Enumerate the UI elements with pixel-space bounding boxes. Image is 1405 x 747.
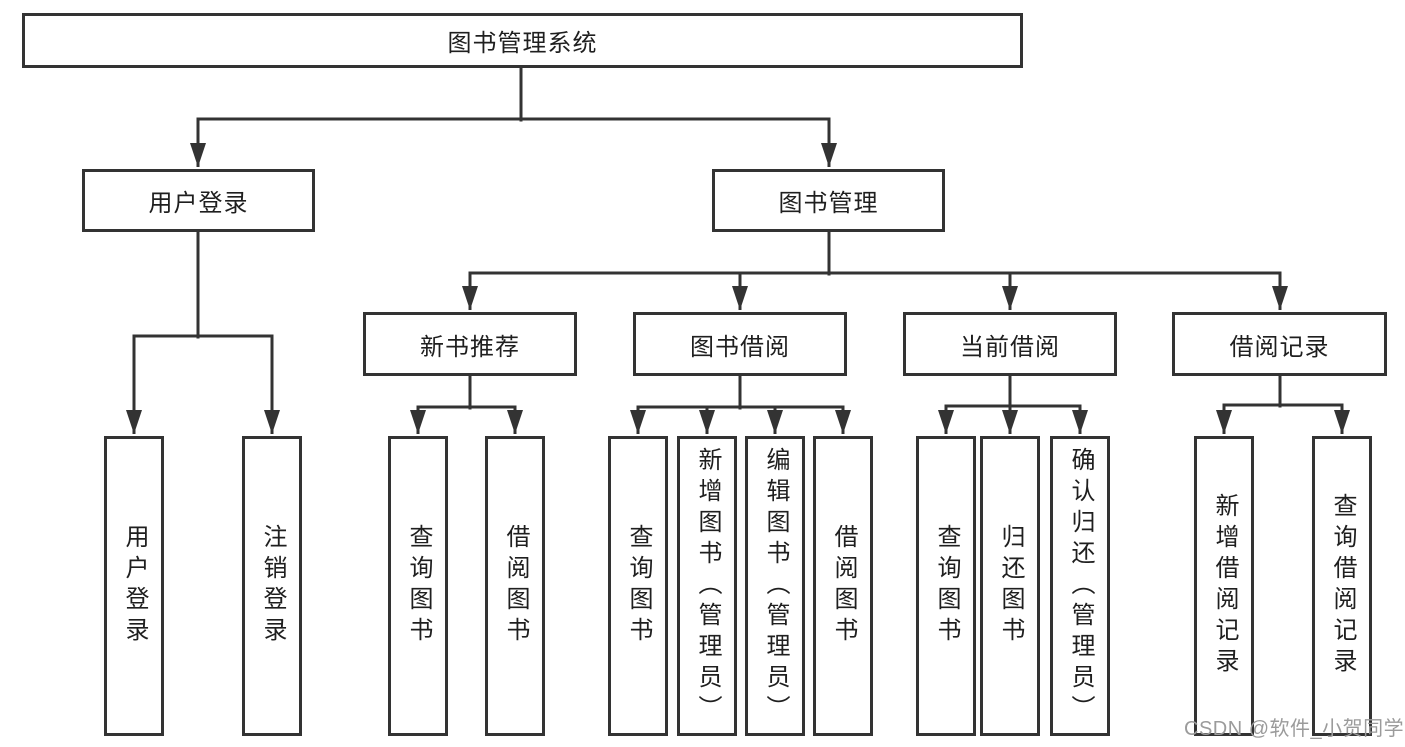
leaf-return-books: 归还图书 — [980, 436, 1040, 736]
csdn-watermark: CSDN @软件_小贺同学 — [1184, 718, 1405, 740]
node-label: 归还图书 — [997, 524, 1024, 648]
node-label: 图书管理系统 — [447, 30, 598, 57]
leaf-user-login: 用户登录 — [104, 436, 164, 736]
node-book-borrow: 图书借阅 — [633, 312, 847, 376]
node-label: 查询借阅记录 — [1329, 493, 1356, 679]
node-user-login: 用户登录 — [82, 169, 315, 232]
node-label: 新增图书（管理员） — [694, 446, 721, 726]
node-label: 图书借阅 — [690, 333, 790, 361]
node-label: 查询图书 — [933, 524, 960, 648]
leaf-query-borrow-record: 查询借阅记录 — [1312, 436, 1372, 736]
node-book-management: 图书管理 — [712, 169, 945, 232]
leaf-confirm-return-admin: 确认归还（管理员） — [1050, 436, 1110, 736]
leaf-borrow-books: 借阅图书 — [485, 436, 545, 736]
node-new-book-recommend: 新书推荐 — [363, 312, 577, 376]
node-library-management-system: 图书管理系统 — [22, 13, 1023, 68]
node-label: 注销登录 — [259, 524, 286, 648]
node-label: 借阅图书 — [830, 524, 857, 648]
node-label: 图书管理 — [778, 190, 879, 217]
node-label: 用户登录 — [121, 524, 148, 648]
node-label: 当前借阅 — [960, 333, 1060, 361]
leaf-query-books: 查询图书 — [388, 436, 448, 736]
node-label: 新增借阅记录 — [1211, 493, 1238, 679]
leaf-add-books-admin: 新增图书（管理员） — [677, 436, 737, 736]
node-label: 借阅记录 — [1229, 333, 1330, 361]
leaf-edit-books-admin: 编辑图书（管理员） — [745, 436, 805, 736]
node-label: 确认归还（管理员） — [1067, 446, 1094, 726]
node-label: 新书推荐 — [420, 333, 520, 361]
node-label: 借阅图书 — [502, 524, 529, 648]
node-label: 查询图书 — [625, 524, 652, 648]
leaf-add-borrow-record: 新增借阅记录 — [1194, 436, 1254, 736]
node-current-borrow: 当前借阅 — [903, 312, 1117, 376]
leaf-query-books: 查询图书 — [608, 436, 668, 736]
leaf-logout: 注销登录 — [242, 436, 302, 736]
leaf-borrow-books: 借阅图书 — [813, 436, 873, 736]
leaf-query-books: 查询图书 — [916, 436, 976, 736]
node-label: 用户登录 — [148, 190, 249, 217]
node-label: 编辑图书（管理员） — [762, 446, 789, 726]
node-borrow-records: 借阅记录 — [1172, 312, 1387, 376]
node-label: 查询图书 — [405, 524, 432, 648]
